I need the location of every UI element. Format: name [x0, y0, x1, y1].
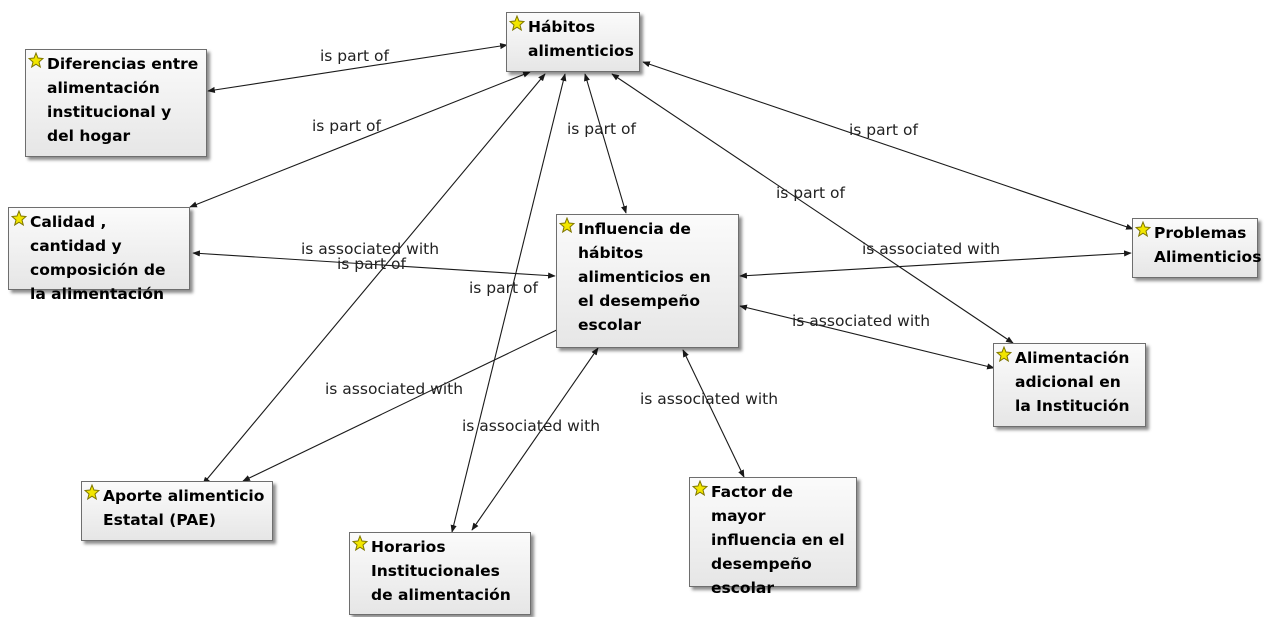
node-label: Hábitos alimenticios [528, 18, 634, 60]
concept-star-icon [1135, 221, 1151, 237]
node-label: Problemas Alimenticios [1154, 224, 1262, 266]
node-horarios[interactable]: Horarios Institucionales de alimentación [349, 532, 531, 615]
edge-label-assoc-problemas: is associated with [862, 240, 1001, 258]
edge-label-assoc-horarios: is associated with [462, 417, 601, 435]
node-label: Aporte alimenticio Estatal (PAE) [103, 487, 265, 529]
concept-star-icon [559, 217, 575, 233]
edge-label-part-calidad: is part of [312, 117, 381, 135]
concept-star-icon [509, 15, 525, 31]
node-adicional[interactable]: Alimentación adicional en la Institución [993, 343, 1146, 427]
edge-assoc-calidad [192, 250, 556, 279]
edge-assoc-horarios [471, 347, 599, 531]
edge-label-assoc-aporte: is associated with [325, 380, 464, 398]
concept-star-icon [11, 210, 27, 226]
node-label: Calidad , cantidad y composición de la a… [30, 213, 166, 303]
edge-assoc-adicional [739, 304, 995, 370]
node-label: Horarios Institucionales de alimentación [371, 538, 511, 604]
node-label: Influencia de hábitos alimenticios en el… [578, 220, 711, 334]
edge-part-influencia [584, 73, 627, 214]
edge-label-part-diferencias: is part of [320, 47, 389, 65]
edge-label-assoc-adicional: is associated with [792, 312, 931, 330]
edge-label-part-aporte: is part of [337, 255, 406, 273]
node-label: Factor de mayor influencia en el desempe… [711, 483, 845, 597]
concept-star-icon [692, 480, 708, 496]
edge-part-problemas [642, 61, 1134, 230]
edge-part-horarios [450, 73, 567, 533]
edge-label-assoc-calidad: is associated with [301, 240, 440, 258]
node-diferencias[interactable]: Diferencias entre alimentación instituci… [25, 49, 207, 157]
concept-star-icon [84, 484, 100, 500]
node-factor[interactable]: Factor de mayor influencia en el desempe… [689, 477, 857, 597]
edge-label-assoc-factor: is associated with [640, 390, 779, 408]
concept-star-icon [352, 535, 368, 551]
edge-assoc-aporte [242, 325, 566, 482]
edge-part-calidad [189, 71, 531, 208]
node-calidad[interactable]: Calidad , cantidad y composición de la a… [8, 207, 190, 303]
edge-part-adicional [611, 73, 1014, 344]
concept-star-icon [996, 346, 1012, 362]
node-aporte[interactable]: Aporte alimenticio Estatal (PAE) [81, 481, 273, 541]
edge-assoc-factor [682, 349, 745, 478]
node-label: Alimentación adicional en la Institución [1015, 349, 1130, 415]
edge-label-part-influencia: is part of [567, 120, 636, 138]
edge-assoc-problemas [739, 250, 1132, 279]
node-habitos-alimenticios[interactable]: Hábitos alimenticios [506, 12, 640, 72]
node-problemas[interactable]: Problemas Alimenticios [1132, 218, 1262, 278]
node-label: Diferencias entre alimentación instituci… [47, 55, 199, 145]
edge-label-part-adicional: is part of [776, 184, 845, 202]
node-influencia[interactable]: Influencia de hábitos alimenticios en el… [556, 214, 739, 348]
edge-label-part-horarios: is part of [469, 279, 538, 297]
edge-label-part-problemas: is part of [849, 121, 918, 139]
concept-star-icon [28, 52, 44, 68]
